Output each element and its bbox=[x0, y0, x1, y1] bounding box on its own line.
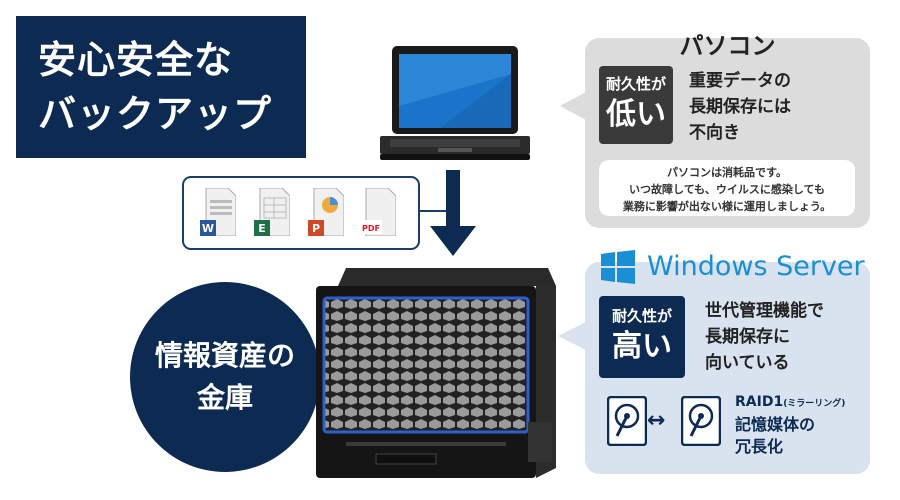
nas-server-icon bbox=[316, 268, 556, 478]
info-vault-circle: 情報資産の 金庫 bbox=[130, 282, 320, 472]
excel-letter: E bbox=[258, 222, 266, 235]
ws-side-text: 世代管理機能で 長期保存に 向いている bbox=[705, 298, 824, 376]
down-arrow-shaft bbox=[446, 170, 460, 230]
pc-note: パソコンは消耗品です。 いつ故障しても、ウイルスに感染しても 業務に影響が出ない… bbox=[599, 160, 855, 216]
ws-panel-pointer bbox=[558, 322, 586, 350]
word-doc-icon: W bbox=[200, 188, 236, 236]
pc-badge-small: 耐久性が bbox=[605, 75, 666, 93]
raid-line-1: 記憶媒体の bbox=[735, 415, 816, 434]
hard-drive-icon bbox=[607, 396, 647, 446]
raid-title-sub: (ミラーリング) bbox=[783, 399, 846, 409]
pc-panel: パソコン 耐久性が 低い 重要データの 長期保存には 不向き パソコンは消耗品で… bbox=[585, 32, 870, 228]
down-arrow-icon bbox=[430, 226, 476, 256]
pc-side-text: 重要データの 長期保存には 不向き bbox=[689, 68, 791, 146]
ws-side-line-3: 向いている bbox=[705, 353, 790, 373]
pdf-doc-icon: PDF bbox=[360, 188, 396, 236]
pc-side-line-1: 重要データの bbox=[689, 71, 791, 91]
circle-line-2: 金庫 bbox=[196, 381, 253, 414]
title-line-2: バックアップ bbox=[38, 92, 273, 136]
files-connector bbox=[418, 210, 448, 212]
ws-panel-title: Windows Server bbox=[647, 251, 865, 282]
pc-side-line-2: 長期保存には bbox=[689, 97, 791, 117]
raid-title-main: RAID1 bbox=[735, 394, 784, 410]
mirror-arrow-icon: ↔ bbox=[647, 408, 666, 433]
ws-badge-small: 耐久性が bbox=[611, 307, 672, 325]
circle-line-1: 情報資産の bbox=[154, 339, 295, 372]
pc-note-line-3: 業務に影響が出ない様に運用しましょう。 bbox=[622, 200, 832, 213]
windows-server-panel: Windows Server 耐久性が 高い 世代管理機能で 長期保存に 向いて… bbox=[585, 250, 870, 474]
pc-panel-pointer bbox=[560, 92, 586, 120]
pc-side-line-3: 不向き bbox=[689, 123, 740, 143]
excel-doc-icon: E bbox=[254, 188, 290, 236]
ws-side-line-1: 世代管理機能で bbox=[705, 301, 824, 321]
pc-badge-big: 低い bbox=[606, 97, 666, 132]
powerpoint-letter: P bbox=[312, 222, 320, 235]
pc-panel-title: パソコン bbox=[679, 32, 776, 60]
pc-note-line-2: いつ故障しても、ウイルスに感染しても bbox=[629, 183, 825, 196]
hard-drive-icon bbox=[681, 396, 721, 446]
raid-text: 記憶媒体の 冗長化 bbox=[735, 414, 815, 458]
pdf-letter: PDF bbox=[362, 224, 380, 233]
raid-line-2: 冗長化 bbox=[735, 437, 784, 456]
windows-logo-icon bbox=[601, 250, 635, 284]
pc-durability-badge: 耐久性が 低い bbox=[599, 66, 673, 144]
files-panel: W E P PDF bbox=[182, 176, 420, 250]
raid-title: RAID1(ミラーリング) bbox=[735, 394, 845, 410]
ws-side-line-2: 長期保存に bbox=[705, 327, 790, 347]
title-line-1: 安心安全な bbox=[38, 38, 234, 82]
pc-note-line-1: パソコンは消耗品です。 bbox=[667, 166, 787, 179]
ws-badge-big: 高い bbox=[612, 329, 672, 364]
laptop-icon bbox=[380, 46, 530, 160]
title-box: 安心安全な バックアップ bbox=[16, 16, 306, 158]
ws-durability-badge: 耐久性が 高い bbox=[599, 296, 685, 378]
word-letter: W bbox=[202, 222, 214, 235]
powerpoint-doc-icon: P bbox=[308, 188, 344, 236]
